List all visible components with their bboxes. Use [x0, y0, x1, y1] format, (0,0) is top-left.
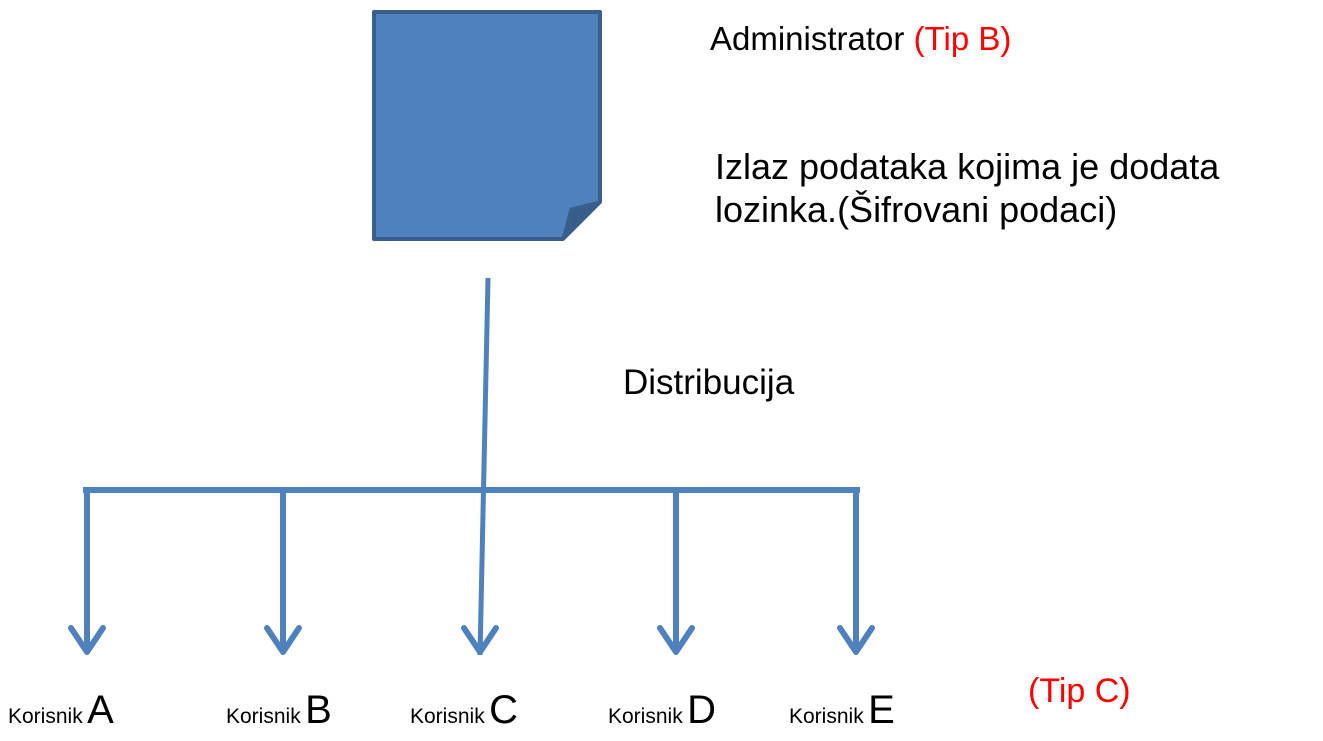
user-label-a: Korisnik A — [8, 690, 114, 730]
administrator-heading: Administrator (Tip B) — [710, 20, 1011, 58]
output-description: Izlaz podataka kojima je dodata lozinka.… — [715, 145, 1315, 231]
arrow-down-icon — [657, 625, 695, 655]
arrow-down-icon — [264, 625, 302, 655]
users-type-label: (Tip C) — [1028, 672, 1131, 710]
user-letter: E — [868, 688, 895, 732]
administrator-label: Administrator — [710, 20, 905, 57]
user-prefix: Korisnik — [789, 705, 864, 728]
user-label-d: Korisnik D — [608, 690, 716, 730]
user-label-e: Korisnik E — [789, 690, 895, 730]
distribution-label: Distribucija — [623, 363, 795, 402]
user-prefix: Korisnik — [226, 705, 301, 728]
user-prefix: Korisnik — [608, 705, 683, 728]
trunk-line — [477, 277, 491, 656]
document-icon — [372, 10, 602, 241]
arrow-down-icon — [461, 625, 499, 655]
user-letter: C — [489, 688, 519, 732]
user-prefix: Korisnik — [8, 705, 83, 728]
user-prefix: Korisnik — [410, 705, 485, 728]
user-letter: B — [305, 688, 332, 732]
user-letter: A — [87, 688, 114, 732]
arrow-down-icon — [837, 625, 875, 655]
administrator-type-label: (Tip B) — [913, 20, 1012, 57]
user-label-c: Korisnik C — [410, 690, 518, 730]
arrow-down-icon — [68, 625, 106, 655]
description-line-1: Izlaz podataka kojima je dodata — [715, 146, 1220, 187]
description-line-2: lozinka.(Šifrovani podaci) — [715, 189, 1118, 231]
user-label-b: Korisnik B — [226, 690, 332, 730]
user-letter: D — [687, 688, 717, 732]
